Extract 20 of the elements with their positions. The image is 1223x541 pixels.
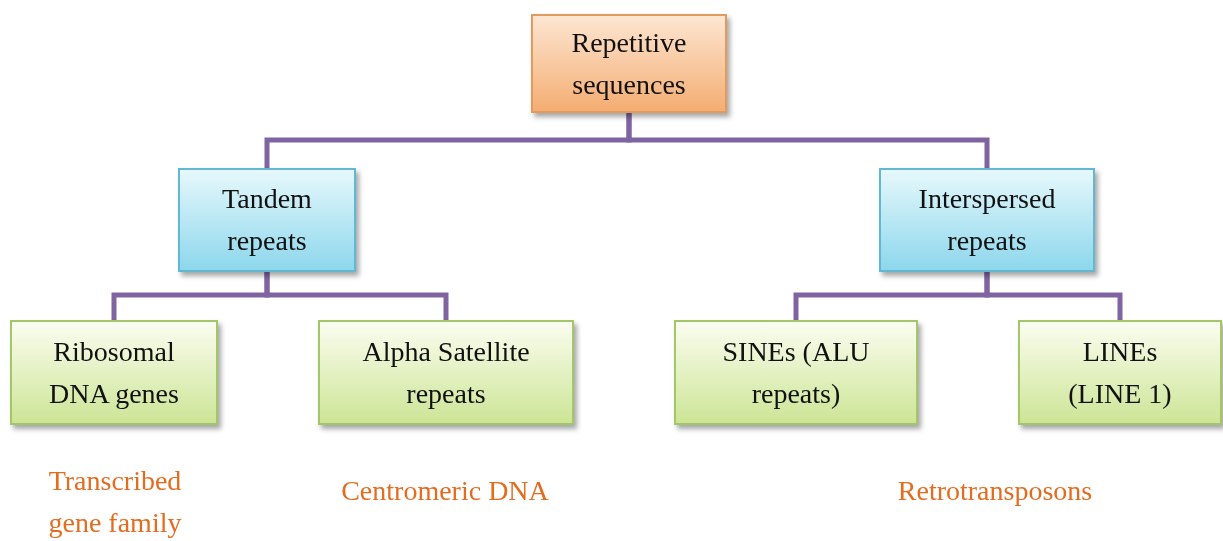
box-label: Repetitive sequences: [570, 25, 688, 102]
box-label: Alpha Satellite repeats: [361, 334, 531, 411]
connector-line: [626, 113, 990, 168]
connector-line: [264, 272, 449, 320]
box-label: LINEs (LINE 1): [1067, 334, 1173, 411]
category-box: [879, 168, 1095, 272]
category-box: [178, 168, 356, 272]
category-box: [1018, 320, 1222, 425]
category-box: [674, 320, 918, 425]
box-label: SINEs (ALU repeats): [721, 334, 871, 411]
box-label: Interspersed repeats: [917, 182, 1057, 258]
box-label: Tandem repeats: [221, 182, 313, 258]
box-label: Ribosomal DNA genes: [48, 334, 180, 411]
category-box: [10, 320, 218, 425]
annotation-text: Centromeric DNA: [340, 474, 550, 508]
connector-line: [984, 272, 1123, 320]
category-box: [318, 320, 574, 425]
annotation-text: Transcribed gene family: [47, 464, 183, 540]
annotation-text: Retrotransposons: [896, 474, 1094, 508]
category-box: [531, 14, 727, 113]
